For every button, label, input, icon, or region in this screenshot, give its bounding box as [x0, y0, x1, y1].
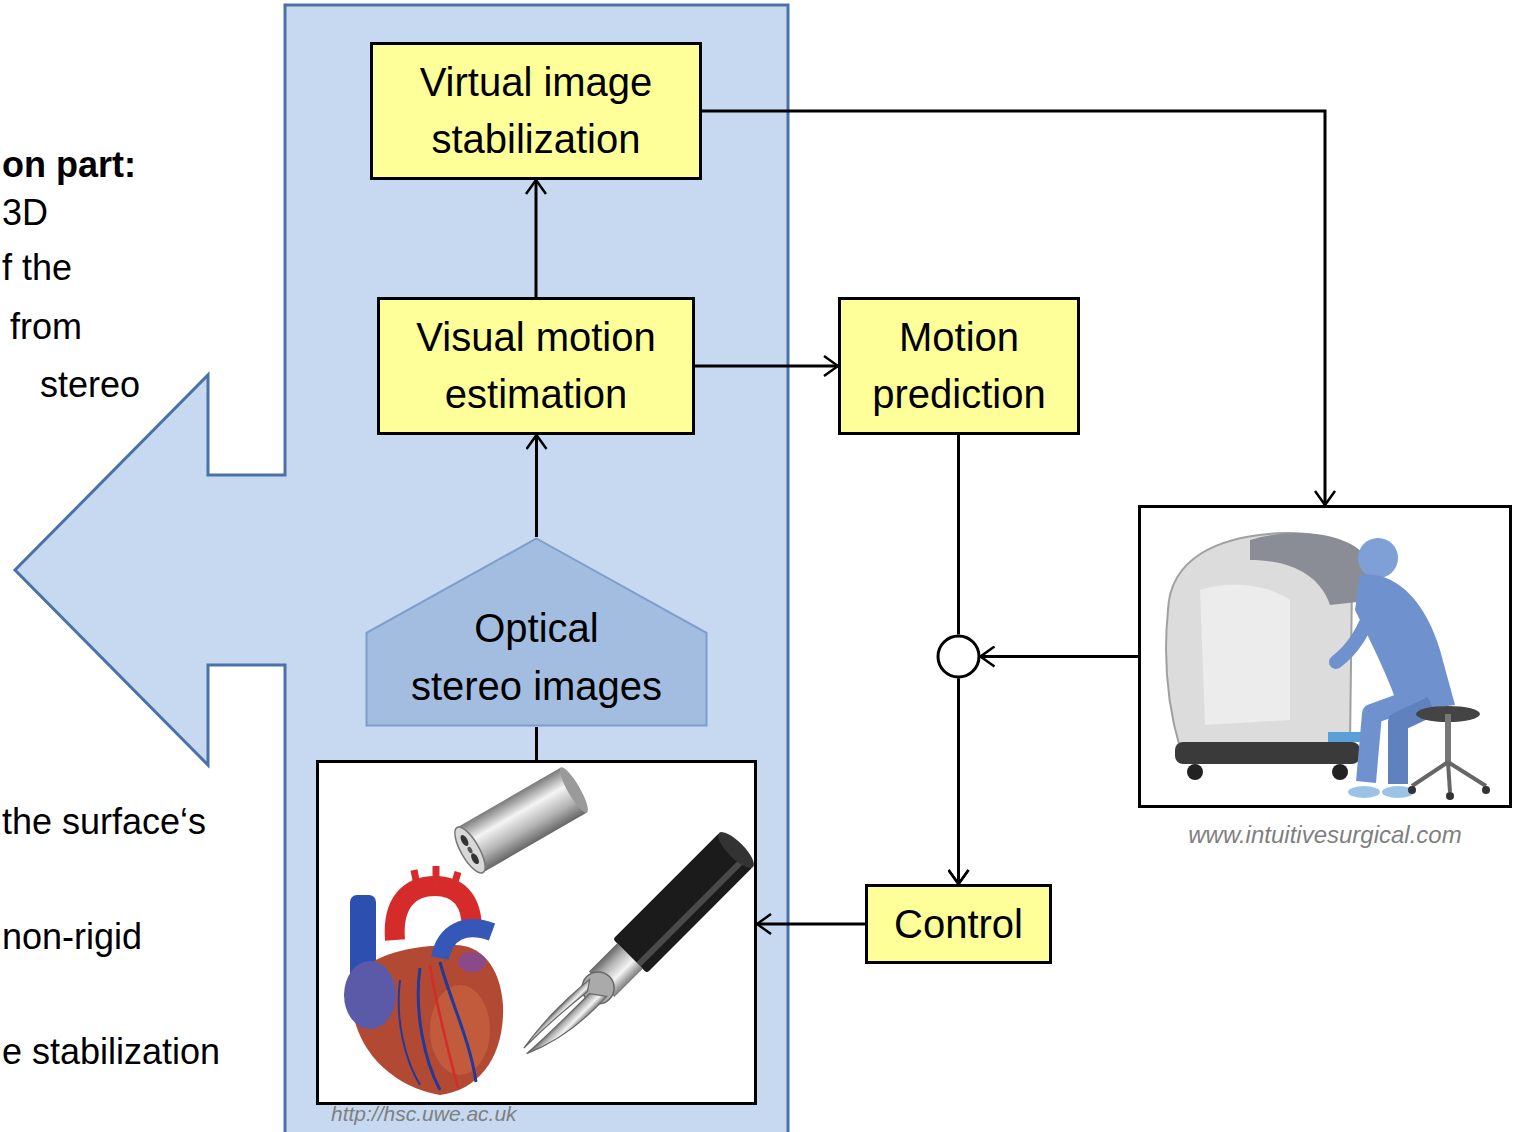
data-pentagon: Optical stereo images — [365, 537, 708, 727]
gripper-drawing — [513, 827, 759, 1073]
heart-drawing-part — [440, 962, 476, 1082]
connector-line — [957, 435, 960, 635]
connector — [702, 111, 1325, 505]
box-text: Control — [894, 896, 1023, 953]
endoscope-drawing-part — [556, 764, 592, 815]
endoscope-drawing-part — [449, 823, 491, 877]
side-note-text: 3D — [2, 193, 48, 233]
surgeon-console-photo-part — [1445, 714, 1451, 762]
heart-drawing-part — [344, 961, 396, 1029]
gripper-drawing-part — [713, 827, 758, 872]
endoscope-drawing — [449, 764, 592, 877]
connector-line — [981, 655, 1139, 658]
pentagon-text: Optical stereo images — [411, 606, 662, 708]
surgeon-console-photo-part — [1187, 764, 1203, 780]
shape-spacer — [626, 599, 688, 639]
surgeon-console-photo-part — [1332, 764, 1348, 780]
surgeon-console-photo-part — [1355, 574, 1455, 712]
pentagon-shape — [367, 539, 707, 726]
connector — [959, 657, 1139, 885]
connector-line — [702, 111, 1325, 505]
connector — [536, 435, 537, 537]
summing-junction — [938, 636, 979, 677]
surgeon-console-photo-part — [1412, 762, 1486, 792]
image-frame: http://hsc.uwe.ac.uk — [316, 760, 757, 1105]
surgeon-console-photo-part — [1408, 786, 1416, 794]
surgeon-console-photo-part — [1175, 742, 1360, 764]
process-box: Visual motion estimation — [377, 297, 695, 435]
image-frame: www.intuitivesurgical.com — [1138, 505, 1512, 808]
endoscope-drawing-part — [459, 834, 470, 847]
surgeon-console-photo-part — [1348, 786, 1380, 798]
side-note-text: f the — [2, 248, 72, 288]
heart-drawing-part — [430, 965, 458, 1088]
process-box: Virtual image stabilization — [370, 42, 702, 180]
process-box: Motion prediction — [838, 297, 1080, 435]
heart-drawing — [344, 866, 503, 1095]
connector-line — [957, 679, 960, 885]
side-note-text: stereo — [40, 365, 140, 405]
box-text: Virtual image stabilization — [391, 54, 681, 168]
connector — [536, 180, 537, 297]
surgeon-console-photo-part — [1200, 585, 1290, 725]
surgeon-console-photo — [1166, 533, 1490, 800]
gripper-drawing-part — [527, 985, 607, 1065]
heart-drawing-part — [414, 866, 458, 892]
connector-line — [535, 435, 538, 537]
heart-drawing-part — [458, 952, 486, 972]
image-credit: www.intuitivesurgical.com — [1141, 821, 1509, 849]
box-text: Visual motion estimation — [398, 309, 674, 423]
connector-line — [695, 365, 838, 368]
connector-line — [535, 727, 538, 760]
process-box: Control — [865, 884, 1052, 964]
gripper-drawing-part — [636, 856, 746, 966]
surgeon-console-photo-part — [1336, 605, 1372, 662]
side-note-text: e stabilization — [2, 1032, 220, 1072]
connector-line — [535, 180, 538, 297]
side-note-text: on part: — [2, 145, 136, 185]
connector — [695, 366, 838, 367]
surgeon-console-photo-part — [1358, 538, 1398, 578]
connector — [757, 924, 865, 925]
gripper-drawing-part — [521, 978, 595, 1052]
heart-drawing-part — [430, 985, 490, 1075]
heart-drawing-part — [399, 980, 420, 1085]
side-note-text: from — [10, 307, 82, 347]
shape-spacer — [385, 599, 447, 639]
endoscope-drawing-part — [467, 846, 474, 854]
pentagon-text-area: Optical stereo images — [365, 537, 708, 715]
image-credit: http://hsc.uwe.ac.uk — [331, 1103, 517, 1125]
side-note-text: the surface‘s — [2, 802, 206, 842]
connector — [536, 727, 537, 760]
frame-ground — [316, 760, 757, 1105]
connector-line — [957, 679, 960, 885]
box-text: Motion prediction — [859, 309, 1059, 423]
side-note-text: non-rigid — [2, 917, 142, 957]
surgeon-console-photo-part — [1446, 792, 1454, 800]
frame-ground — [1138, 505, 1512, 808]
surgeon-console-photo-part — [1482, 786, 1490, 794]
connector-line — [757, 923, 865, 926]
endoscope-drawing-part — [469, 852, 480, 865]
heart-drawing-part — [418, 968, 440, 1090]
